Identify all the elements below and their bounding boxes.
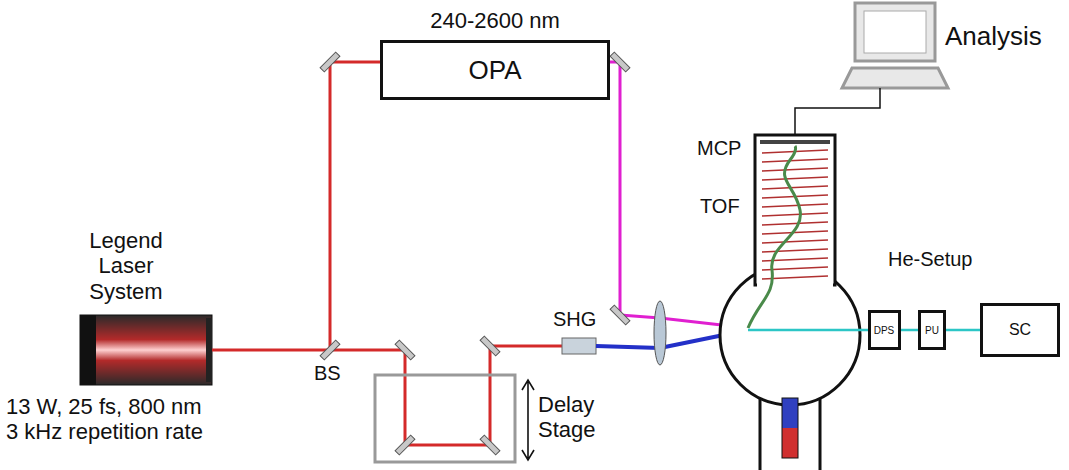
coil-winding <box>762 240 828 243</box>
mcp-label: MCP <box>697 137 741 160</box>
coil-winding <box>762 222 828 225</box>
coil-winding <box>762 168 828 171</box>
mirror <box>395 340 415 360</box>
vacuum-chamber <box>720 265 860 405</box>
mirror <box>610 52 630 72</box>
mirror <box>480 435 500 455</box>
data-cable <box>795 88 880 135</box>
box-text: DPS <box>874 325 895 336</box>
delay-arrow <box>522 380 534 460</box>
he-setup-label: He-Setup <box>888 248 973 271</box>
mirror <box>320 52 340 72</box>
box-text: SC <box>1009 321 1031 339</box>
mirror <box>480 336 500 356</box>
monitor-screen <box>864 11 926 53</box>
stem-joint <box>762 375 818 395</box>
magnet-outline <box>782 398 798 458</box>
tof-label: TOF <box>700 195 740 218</box>
differential-pumping-stage: DPS <box>868 310 901 350</box>
keyboard <box>842 68 948 88</box>
coil-winding <box>762 213 828 216</box>
coil-winding <box>762 159 828 162</box>
coil-winding <box>762 177 828 180</box>
tof-tube <box>755 135 835 285</box>
shg-label: SHG <box>553 308 596 331</box>
laser-specs: 13 W, 25 fs, 800 nm 3 kHz repetition rat… <box>6 394 216 445</box>
chamber-joint <box>757 270 833 290</box>
laser-aperture <box>206 318 212 382</box>
delay-stage-label: Delay Stage <box>538 392 623 443</box>
opa-beam <box>610 62 748 328</box>
magnet-north <box>782 398 798 428</box>
analysis-label: Analysis <box>945 22 1042 52</box>
helium-beam-connector <box>901 329 919 332</box>
box-text: PU <box>925 325 939 336</box>
laser-endcap <box>80 315 96 385</box>
coil-winding <box>762 249 828 252</box>
electron-trajectory <box>748 146 800 328</box>
delay-stage <box>375 375 515 462</box>
laser-name: Legend Laser System <box>66 228 186 304</box>
pickup-cell: PU <box>918 310 946 350</box>
beam-splitter-label: BS <box>314 362 341 385</box>
opa-box: OPA <box>380 40 610 100</box>
helium-beam-connector <box>946 329 980 332</box>
box-text: OPA <box>469 55 522 86</box>
focusing-lens <box>654 301 666 365</box>
coil-winding <box>762 204 828 207</box>
coil-winding <box>762 186 828 189</box>
fundamental-beam <box>212 62 380 350</box>
mirror <box>610 305 630 325</box>
mirror <box>395 435 415 455</box>
mirror <box>320 340 340 360</box>
wavelength-range: 240-2600 nm <box>395 8 595 33</box>
helium-beam <box>748 329 870 332</box>
shg-crystal <box>562 338 596 354</box>
magnet-south <box>782 428 798 458</box>
laser-body <box>80 315 212 385</box>
monitor <box>855 3 935 61</box>
source-chamber: SC <box>980 303 1060 357</box>
mcp-plate <box>760 140 830 144</box>
